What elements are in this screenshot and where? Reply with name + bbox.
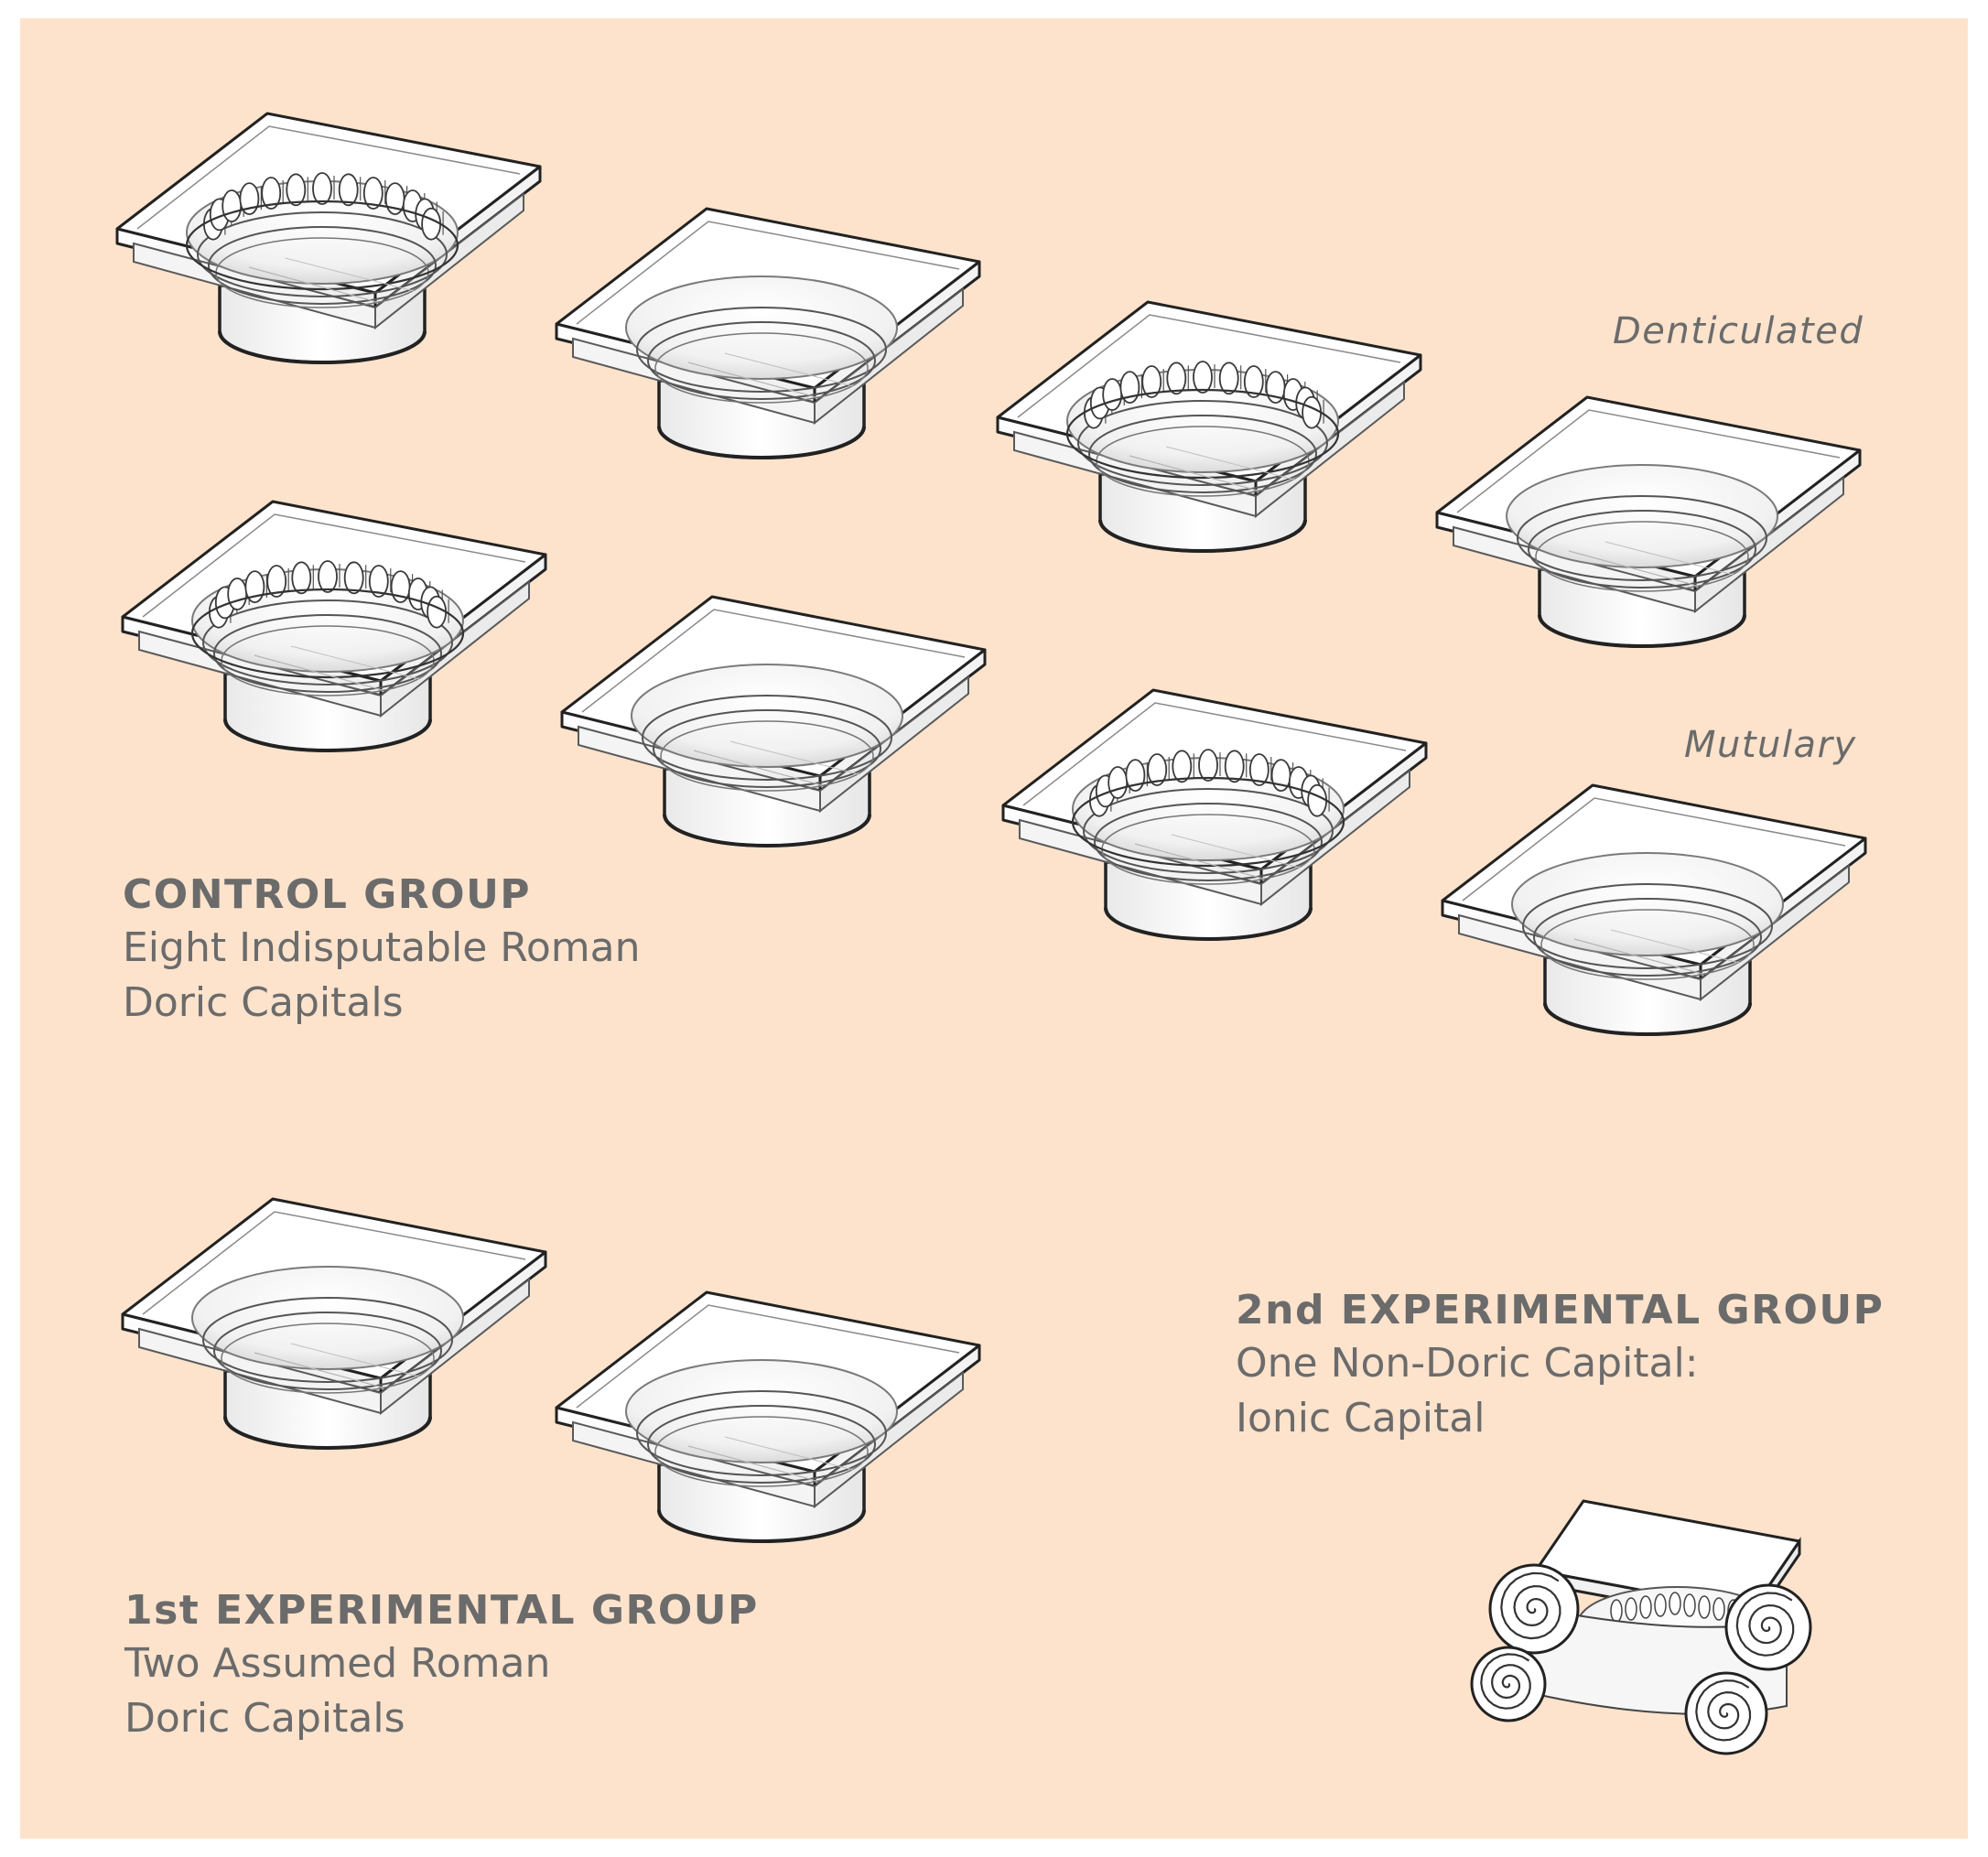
echinus: [631, 664, 903, 768]
volute-right-front: [1724, 1583, 1812, 1671]
volute-left-front: [1488, 1563, 1580, 1655]
echinus: [625, 1359, 898, 1463]
first-experimental-caption: 1st EXPERIMENTAL GROUP Two Assumed Roman…: [124, 1591, 759, 1746]
echinus: [191, 1266, 464, 1370]
capital-3-egg-and-dart: [996, 300, 1422, 553]
capital-8-plain: [1441, 783, 1867, 1036]
capital-5-egg-and-dart: [121, 500, 547, 752]
control-group-heading: CONTROL GROUP: [123, 871, 532, 918]
egg-and-dart-ring: [1084, 361, 1324, 429]
egg-and-dart-ring: [208, 560, 449, 629]
control-group-line2: Doric Capitals: [123, 979, 404, 1026]
volute-left-back: [1470, 1646, 1547, 1722]
echinus: [1506, 464, 1778, 568]
capital-7-egg-and-dart: [1001, 688, 1428, 941]
second-experimental-heading: 2nd EXPERIMENTAL GROUP: [1236, 1287, 1885, 1333]
echinus: [625, 275, 898, 380]
egg-and-dart-ring: [202, 172, 444, 241]
mutulary-label: Mutulary: [1684, 724, 1857, 766]
control-group-caption: CONTROL GROUP Eight Indisputable Roman D…: [123, 875, 641, 1031]
echinus: [1511, 852, 1784, 956]
control-group-line1: Eight Indisputable Roman: [123, 924, 641, 971]
volute-right-back: [1684, 1671, 1768, 1755]
capital-6-plain: [560, 595, 987, 848]
first-experimental-heading: 1st EXPERIMENTAL GROUP: [124, 1587, 759, 1634]
second-experimental-line1: One Non-Doric Capital:: [1236, 1340, 1699, 1387]
capital-1-egg-and-dart: [115, 112, 542, 364]
denticulated-label: Denticulated: [1613, 310, 1864, 352]
capital-9-plain: [121, 1197, 547, 1450]
capital-11-ionic: [1470, 1499, 1812, 1755]
capital-10-plain: [555, 1290, 981, 1543]
capital-2-plain: [555, 207, 981, 459]
second-experimental-caption: 2nd EXPERIMENTAL GROUP One Non-Doric Cap…: [1236, 1290, 1884, 1446]
capital-4-plain: [1435, 395, 1862, 648]
second-experimental-line2: Ionic Capital: [1236, 1395, 1486, 1441]
first-experimental-line2: Doric Capitals: [124, 1695, 405, 1742]
first-experimental-line1: Two Assumed Roman: [124, 1640, 551, 1687]
